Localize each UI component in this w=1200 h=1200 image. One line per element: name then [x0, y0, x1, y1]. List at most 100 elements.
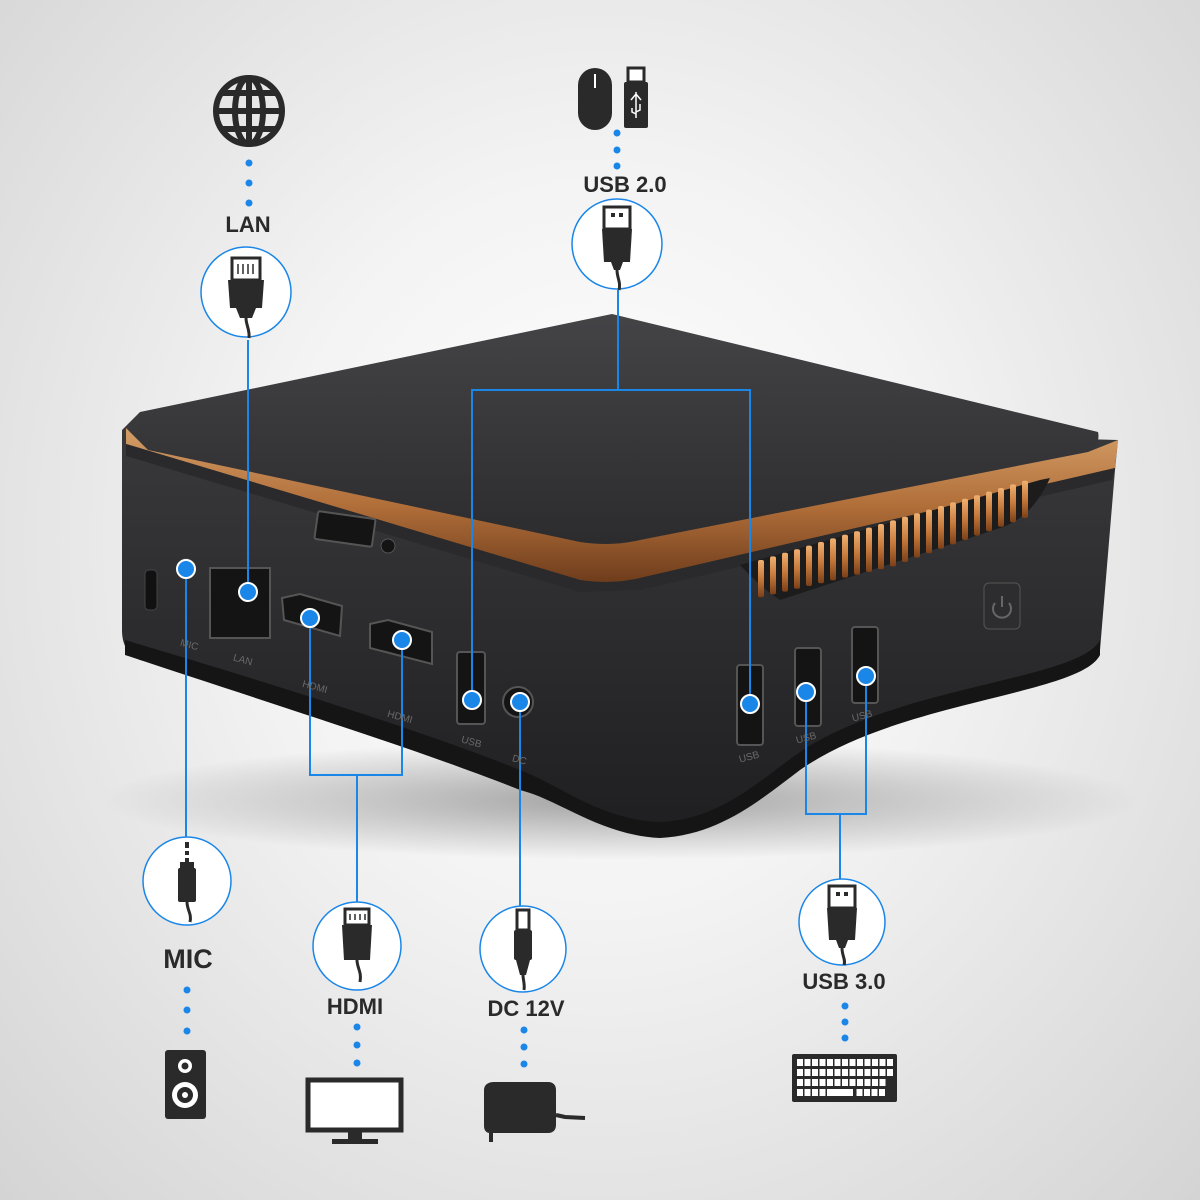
keyboard-key [872, 1069, 878, 1076]
mic-label: MIC [163, 944, 213, 974]
keyboard-key [842, 1059, 848, 1066]
keyboard-key [871, 1089, 878, 1096]
keyboard-key [812, 1059, 818, 1066]
lan-label: LAN [225, 212, 271, 237]
heatsink-fin [818, 542, 824, 584]
speaker-icon [165, 1050, 206, 1119]
heatsink-fin [914, 513, 920, 558]
keyboard-key [849, 1059, 856, 1066]
hdmi-port-dot [300, 608, 320, 628]
keyboard-key [797, 1059, 803, 1066]
keyboard-key [812, 1079, 818, 1086]
usb30-port-dot [856, 666, 876, 686]
keyboard-key [804, 1059, 811, 1066]
keyboard-key [819, 1069, 826, 1076]
hdmi-cable-icon [312, 901, 402, 991]
keyboard-key [849, 1079, 856, 1086]
keyboard-key [849, 1069, 856, 1076]
heatsink-fin [902, 516, 908, 562]
heatsink-fin [1010, 484, 1016, 523]
keyboard-key [857, 1069, 863, 1076]
power-icon [983, 582, 1021, 630]
heatsink-fin [830, 538, 836, 581]
keyboard-key [887, 1059, 893, 1066]
usb20-port-dot [462, 690, 482, 710]
keyboard-key [857, 1059, 863, 1066]
keyboard-key [804, 1069, 811, 1076]
keyboard-key [834, 1069, 841, 1076]
keyboard-key [872, 1059, 878, 1066]
keyboard-key [804, 1079, 811, 1086]
keyboard-key [857, 1079, 863, 1086]
globe-icon [213, 75, 285, 147]
keyboard-key [842, 1069, 848, 1076]
keyboard-key [879, 1069, 886, 1076]
connector-lines [185, 290, 867, 906]
keyboard-key [872, 1079, 878, 1086]
heatsink-fins [758, 480, 1028, 598]
usb20-label: USB 2.0 [583, 172, 667, 197]
port-dots [176, 559, 876, 714]
dc-cable-icon [479, 905, 567, 993]
dc-port-dot [510, 692, 530, 712]
usb-drive-icon [624, 66, 648, 128]
keyboard-key [856, 1089, 863, 1096]
keyboard-key [864, 1079, 871, 1086]
keyboard-key [812, 1089, 818, 1096]
mic-cable-icon [142, 836, 232, 926]
heatsink-fin [866, 527, 872, 572]
heatsink-fin [878, 524, 884, 570]
power-adapter-icon [484, 1082, 586, 1142]
keyboard-key [834, 1079, 841, 1086]
mic-port-dot [176, 559, 196, 579]
keyboard-key [819, 1089, 826, 1096]
heatsink-fin [938, 506, 944, 549]
keyboard-key [864, 1089, 870, 1096]
heatsink-fin [770, 556, 776, 595]
heatsink-fin [1022, 480, 1028, 518]
keyboard-key [812, 1069, 818, 1076]
heatsink-fin [782, 552, 788, 592]
keyboard-key [797, 1069, 803, 1076]
usb30-cable-icon [798, 878, 886, 966]
usb30-port-dot [796, 682, 816, 702]
heatsink-fin [986, 491, 992, 532]
keyboard-key [879, 1089, 885, 1096]
lan-cable-icon [200, 246, 292, 339]
heatsink-fin [950, 502, 956, 545]
keyboard-key [827, 1059, 833, 1066]
keyboard-key [804, 1089, 811, 1096]
heatsink-fin [974, 495, 980, 536]
heatsink-fin [998, 488, 1004, 527]
dc-label: DC 12V [487, 996, 565, 1021]
monitor-icon [305, 1077, 404, 1144]
heatsink-fin [794, 549, 800, 589]
heatsink-fin [926, 509, 932, 554]
keyboard-key [819, 1059, 826, 1066]
keyboard-key [797, 1079, 803, 1086]
keyboard-key [797, 1089, 803, 1096]
heatsink-fin [962, 498, 968, 540]
heatsink-fin [806, 545, 812, 586]
dotted-connectors [183, 129, 849, 1068]
keyboard-icon [792, 1054, 897, 1102]
keyboard-key [842, 1079, 848, 1086]
heatsink-fin [842, 534, 848, 578]
lan-port-dot [238, 582, 258, 602]
usb20-cable-icon [571, 198, 663, 291]
usb30-label: USB 3.0 [802, 969, 886, 994]
hdmi-label: HDMI [326, 994, 384, 1019]
keyboard-key [819, 1079, 826, 1086]
keyboard-key [827, 1069, 833, 1076]
heatsink-fin [890, 520, 896, 567]
heatsink-fin [758, 560, 764, 598]
keyboard-key [827, 1089, 853, 1096]
hdmi-port-dot [392, 630, 412, 650]
heatsink-fin [854, 531, 860, 575]
usb20-port-dot [740, 694, 760, 714]
mouse-icon [578, 68, 612, 130]
keyboard-key [827, 1079, 833, 1086]
keyboard-key [887, 1069, 893, 1076]
keyboard-key [834, 1059, 841, 1066]
